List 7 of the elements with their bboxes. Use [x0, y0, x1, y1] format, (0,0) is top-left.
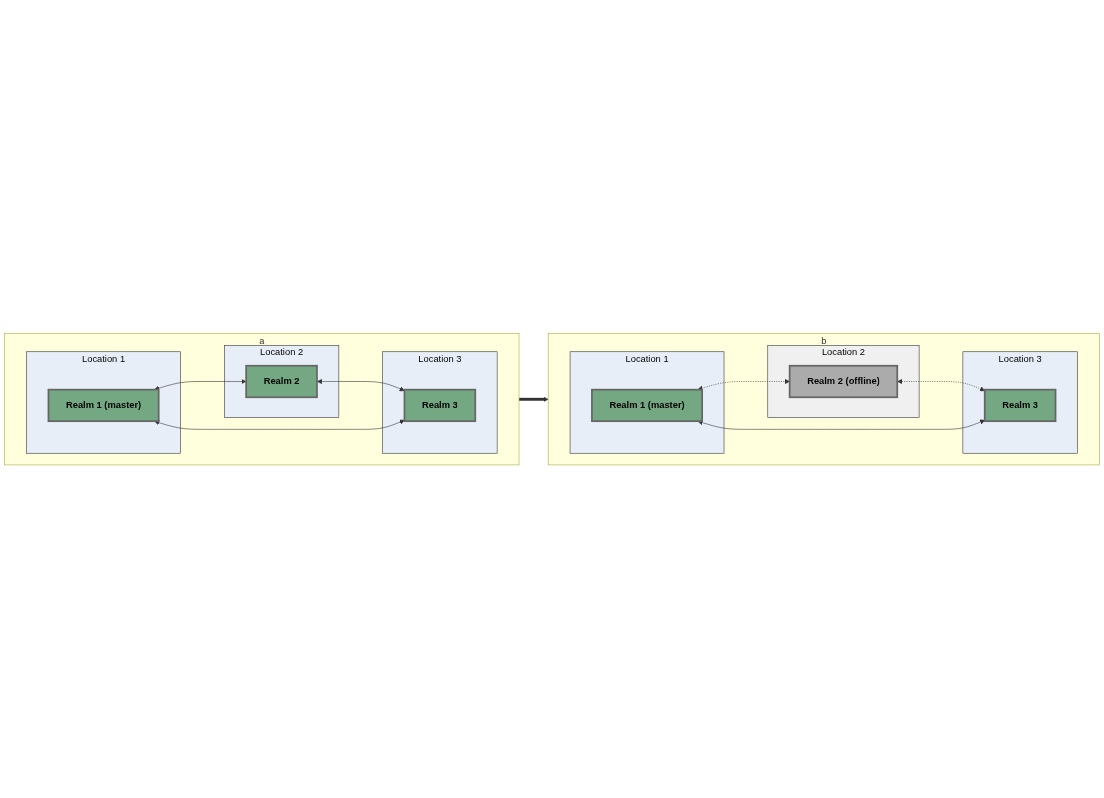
node-box: Realm 3 — [983, 388, 1057, 422]
node-box: Realm 1 (master) — [591, 388, 704, 422]
arrow — [519, 396, 549, 402]
node-box: Realm 3 — [403, 388, 477, 422]
node-box: Realm 1 (master) — [47, 388, 160, 422]
node-box: Realm 2 — [245, 364, 318, 398]
node-box: Realm 2 (offline) — [788, 364, 899, 398]
